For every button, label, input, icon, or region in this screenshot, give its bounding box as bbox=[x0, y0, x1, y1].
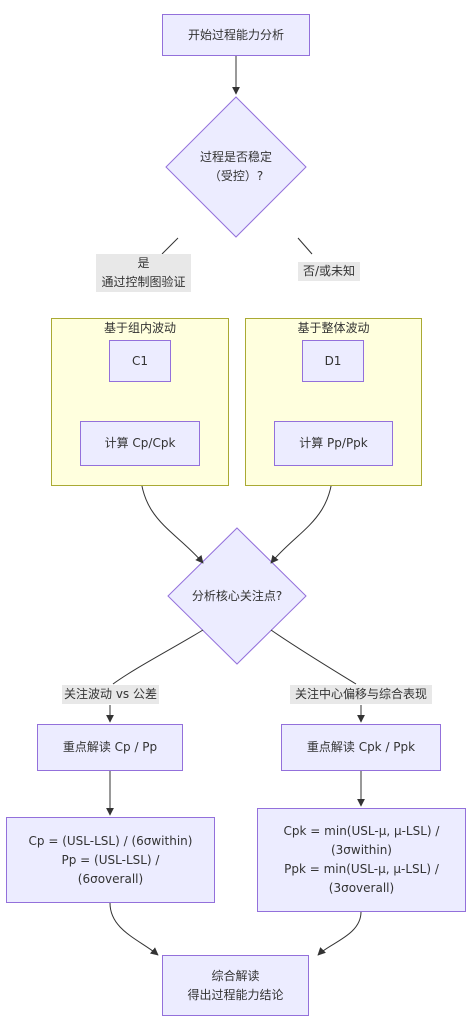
start-node: 开始过程能力分析 bbox=[162, 14, 310, 56]
stable-decision-label: 过程是否稳定 （受控）? bbox=[186, 146, 286, 188]
edge-focus-to-spread bbox=[112, 629, 204, 685]
edge-label-yes: 是 通过控制图验证 bbox=[96, 254, 191, 292]
formula-cp-line-2: Pp = (USL-LSL) / bbox=[61, 852, 160, 867]
edge-focus-to-center bbox=[270, 629, 357, 685]
start-node-label: 开始过程能力分析 bbox=[187, 27, 284, 42]
edge-label-yes-line-2: 通过控制图验证 bbox=[101, 275, 186, 289]
focus-decision-label: 分析核心关注点? bbox=[177, 586, 297, 606]
formula-cpk-line-4: (3σoverall) bbox=[328, 881, 395, 895]
calc-pp-node-label: 计算 Pp/Ppk bbox=[299, 436, 368, 450]
formula-cpk-line-2: (3σwithin) bbox=[330, 843, 392, 857]
edge-formula-cpk-to-conclusion bbox=[317, 911, 362, 956]
edge-stable-yes-upper bbox=[161, 237, 179, 255]
interpret-cpk-node: 重点解读 Cpk / Ppk bbox=[281, 724, 441, 771]
c1-node-label: C1 bbox=[131, 353, 148, 368]
calc-pp-node: 计算 Pp/Ppk bbox=[274, 421, 393, 466]
conclusion-line-1: 综合解读 bbox=[211, 968, 260, 983]
d1-node: D1 bbox=[302, 340, 364, 382]
interpret-cp-node-label: 重点解读 Cp / Pp bbox=[62, 740, 158, 754]
stable-decision-diamond bbox=[165, 96, 307, 238]
formula-cp-line-1: Cp = (USL-LSL) / (6σwithin) bbox=[28, 833, 193, 848]
formula-cp-line-3: (6σoverall) bbox=[77, 871, 144, 886]
edge-stable-no-upper bbox=[297, 237, 313, 255]
edge-label-center: 关注中心偏移与综合表现 bbox=[290, 685, 432, 704]
stable-decision-line-2: （受控）? bbox=[208, 169, 264, 183]
cluster-overall-title: 基于整体波动 bbox=[297, 321, 370, 335]
focus-decision-text: 分析核心关注点? bbox=[191, 588, 283, 603]
formula-cpk-line-3: Ppk = min(USL-μ, μ-LSL) / bbox=[284, 862, 439, 876]
calc-cp-node-label: 计算 Cp/Cpk bbox=[104, 436, 176, 450]
edge-label-no-text: 否/或未知 bbox=[302, 264, 356, 278]
edge-label-yes-line-1: 是 bbox=[137, 256, 150, 270]
formula-cpk-line-1: Cpk = min(USL-μ, μ-LSL) / bbox=[283, 824, 440, 838]
stable-decision-line-1: 过程是否稳定 bbox=[199, 150, 272, 164]
conclusion-node: 综合解读 得出过程能力结论 bbox=[162, 955, 309, 1016]
c1-node: C1 bbox=[109, 340, 171, 382]
formula-cp-node: Cp = (USL-LSL) / (6σwithin) Pp = (USL-LS… bbox=[6, 817, 215, 903]
edge-formula-cp-to-conclusion bbox=[109, 902, 159, 956]
interpret-cp-node: 重点解读 Cp / Pp bbox=[37, 724, 183, 771]
edge-label-no: 否/或未知 bbox=[298, 262, 360, 281]
conclusion-line-2: 得出过程能力结论 bbox=[187, 987, 284, 1002]
cluster-within-title: 基于组内波动 bbox=[103, 321, 176, 335]
interpret-cpk-node-label: 重点解读 Cpk / Ppk bbox=[306, 740, 416, 754]
calc-cp-node: 计算 Cp/Cpk bbox=[80, 421, 200, 466]
formula-cpk-node: Cpk = min(USL-μ, μ-LSL) / (3σwithin) Ppk… bbox=[257, 808, 466, 912]
d1-node-label: D1 bbox=[324, 353, 342, 368]
edge-label-center-text: 关注中心偏移与综合表现 bbox=[294, 687, 427, 701]
edge-label-spread: 关注波动 vs 公差 bbox=[62, 685, 159, 704]
edge-label-spread-text: 关注波动 vs 公差 bbox=[64, 687, 157, 701]
